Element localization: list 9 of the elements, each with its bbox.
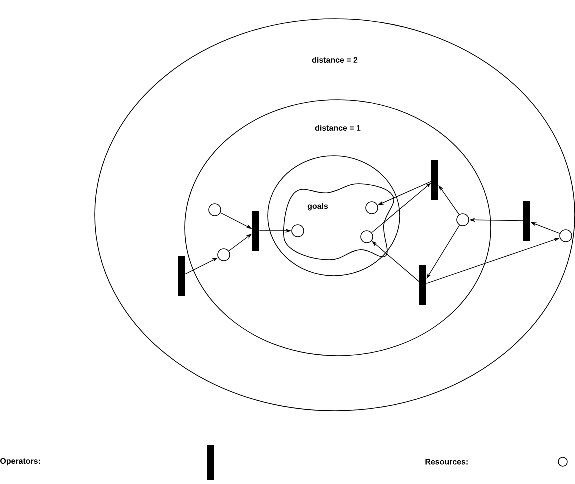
ring xyxy=(268,156,400,276)
resource-circle xyxy=(360,230,374,244)
resource-circle xyxy=(560,230,572,242)
resource-circle xyxy=(208,204,222,216)
resource-circle xyxy=(218,248,230,262)
operator-bar xyxy=(178,256,186,296)
resource-circle xyxy=(366,202,378,214)
resource-circle xyxy=(292,224,304,238)
resource-circle xyxy=(456,214,470,226)
